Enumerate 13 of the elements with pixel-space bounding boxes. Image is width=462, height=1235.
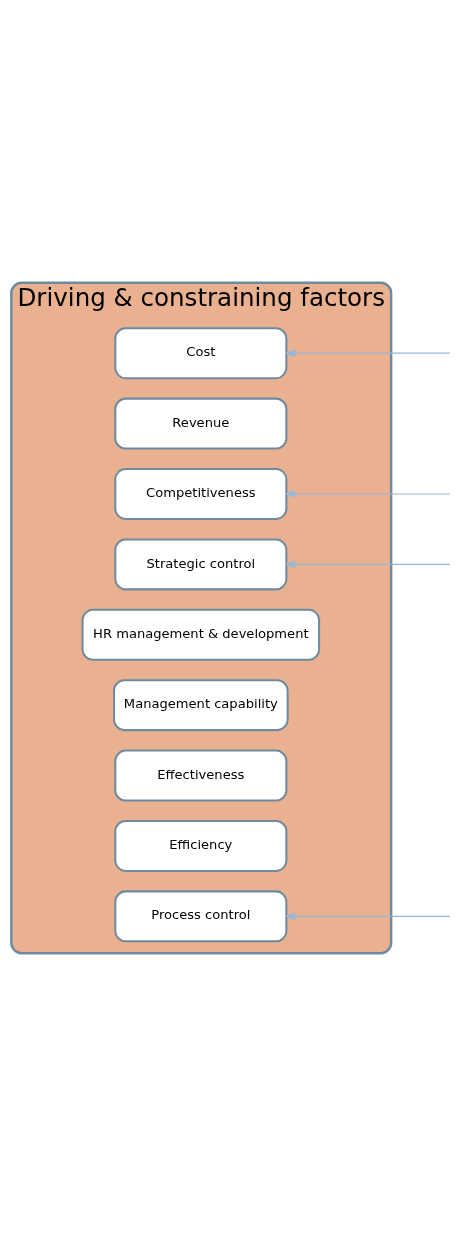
node-box: Competitiveness: [114, 467, 288, 520]
node-box: Strategic control: [114, 537, 288, 590]
arrow: [284, 489, 451, 498]
arrow: [284, 912, 451, 920]
arrow: [284, 349, 451, 357]
node-box: Cost: [114, 326, 288, 379]
node-box: Effectiveness: [114, 749, 288, 802]
arrow: [284, 560, 451, 568]
node-box: Revenue: [114, 397, 288, 450]
node-box: Management capability: [113, 678, 289, 731]
node-box: Process control: [114, 889, 288, 942]
node-box: Efficiency: [114, 819, 288, 872]
node-box: HR management & development: [81, 608, 321, 661]
